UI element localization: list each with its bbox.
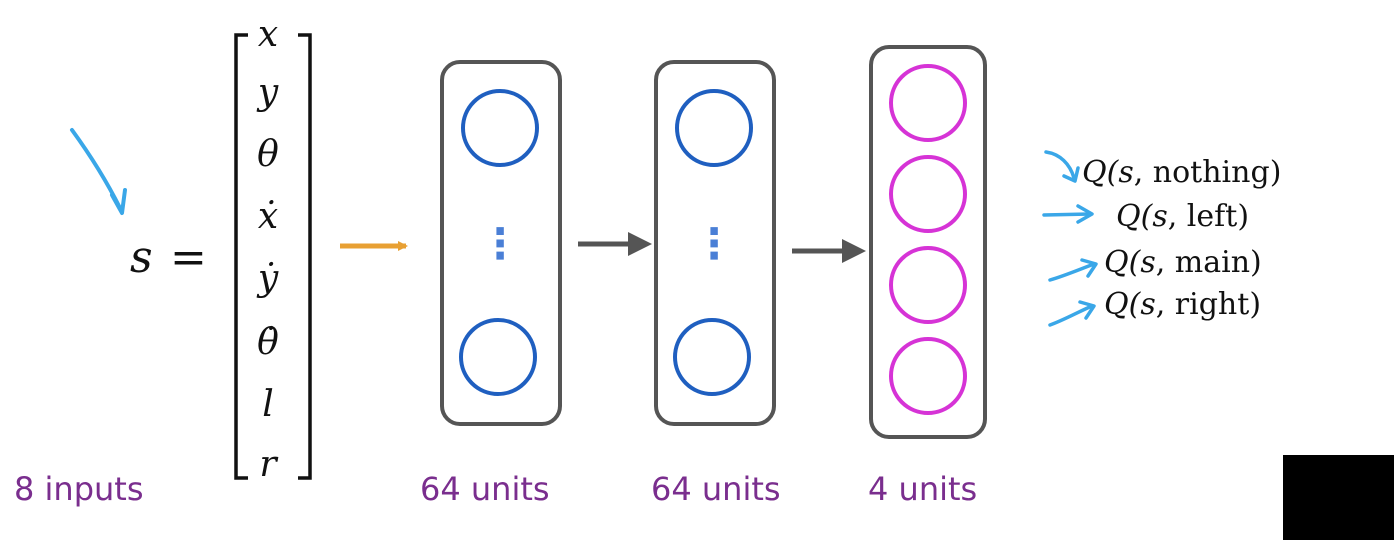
annotation-arrow-right bbox=[1048, 304, 1094, 327]
annotation-arrow-nothing-head bbox=[1062, 166, 1080, 183]
state-vector: x y θ ẋ ẏ θ̇ l r bbox=[256, 14, 279, 485]
hidden-layer-1: ⋮ bbox=[440, 60, 562, 426]
equals-sign: = bbox=[170, 232, 207, 283]
neuron bbox=[675, 89, 753, 167]
neuron bbox=[461, 89, 539, 167]
annotation-arrow-state bbox=[70, 128, 127, 215]
caption-inputs: 8 inputs bbox=[14, 470, 144, 508]
vector-entry-r: r bbox=[259, 444, 278, 485]
caption-output: 4 units bbox=[868, 470, 977, 508]
output-neuron bbox=[889, 337, 967, 415]
layer-arrow-1 bbox=[578, 232, 652, 256]
output-neuron bbox=[889, 155, 967, 233]
ellipsis-dots: ⋮ bbox=[479, 219, 521, 268]
vector-entry-y-dot: ẏ bbox=[256, 258, 279, 299]
left-bracket bbox=[234, 33, 248, 480]
vector-entry-l: l bbox=[262, 384, 274, 425]
right-bracket bbox=[298, 33, 312, 480]
annotation-arrow-main bbox=[1048, 262, 1096, 282]
layer-arrow-2 bbox=[792, 239, 866, 263]
annotation-arrow-left-head bbox=[1076, 204, 1094, 224]
vector-entry-theta-dot: θ̇ bbox=[257, 322, 279, 363]
hidden-layer-2: ⋮ bbox=[654, 60, 776, 426]
q-label-nothing: Q(s, nothing) bbox=[1082, 155, 1281, 190]
caption-hidden-1: 64 units bbox=[420, 470, 550, 508]
output-neuron bbox=[889, 246, 967, 324]
vector-entry-theta: θ bbox=[257, 134, 279, 175]
annotation-arrow-main-head bbox=[1080, 258, 1098, 278]
q-label-left: Q(s, left) bbox=[1116, 199, 1249, 234]
vector-entry-x-dot: ẋ bbox=[258, 196, 278, 237]
vector-entry-y: y bbox=[256, 72, 279, 113]
neuron bbox=[673, 318, 751, 396]
layer-box bbox=[869, 45, 987, 439]
annotation-arrow-left bbox=[1042, 212, 1092, 217]
caption-hidden-2: 64 units bbox=[651, 470, 781, 508]
ellipsis-dots: ⋮ bbox=[693, 219, 735, 268]
q-label-main: Q(s, main) bbox=[1104, 245, 1262, 280]
layer-box bbox=[440, 60, 562, 426]
layer-box bbox=[654, 60, 776, 426]
annotation-arrow-nothing bbox=[1044, 150, 1076, 180]
q-value-labels: Q(s, nothing) Q(s, left) Q(s, main) Q(s,… bbox=[1082, 155, 1281, 322]
annotation-arrows-q bbox=[1042, 150, 1098, 327]
vector-entry-x: x bbox=[258, 14, 278, 55]
neuron bbox=[459, 318, 537, 396]
output-neuron bbox=[889, 64, 967, 142]
output-layer bbox=[869, 45, 987, 439]
state-symbol: s bbox=[130, 232, 153, 283]
black-overlay-block bbox=[1283, 455, 1394, 540]
annotation-arrow-right-head bbox=[1078, 300, 1096, 320]
q-label-right: Q(s, right) bbox=[1104, 287, 1261, 322]
